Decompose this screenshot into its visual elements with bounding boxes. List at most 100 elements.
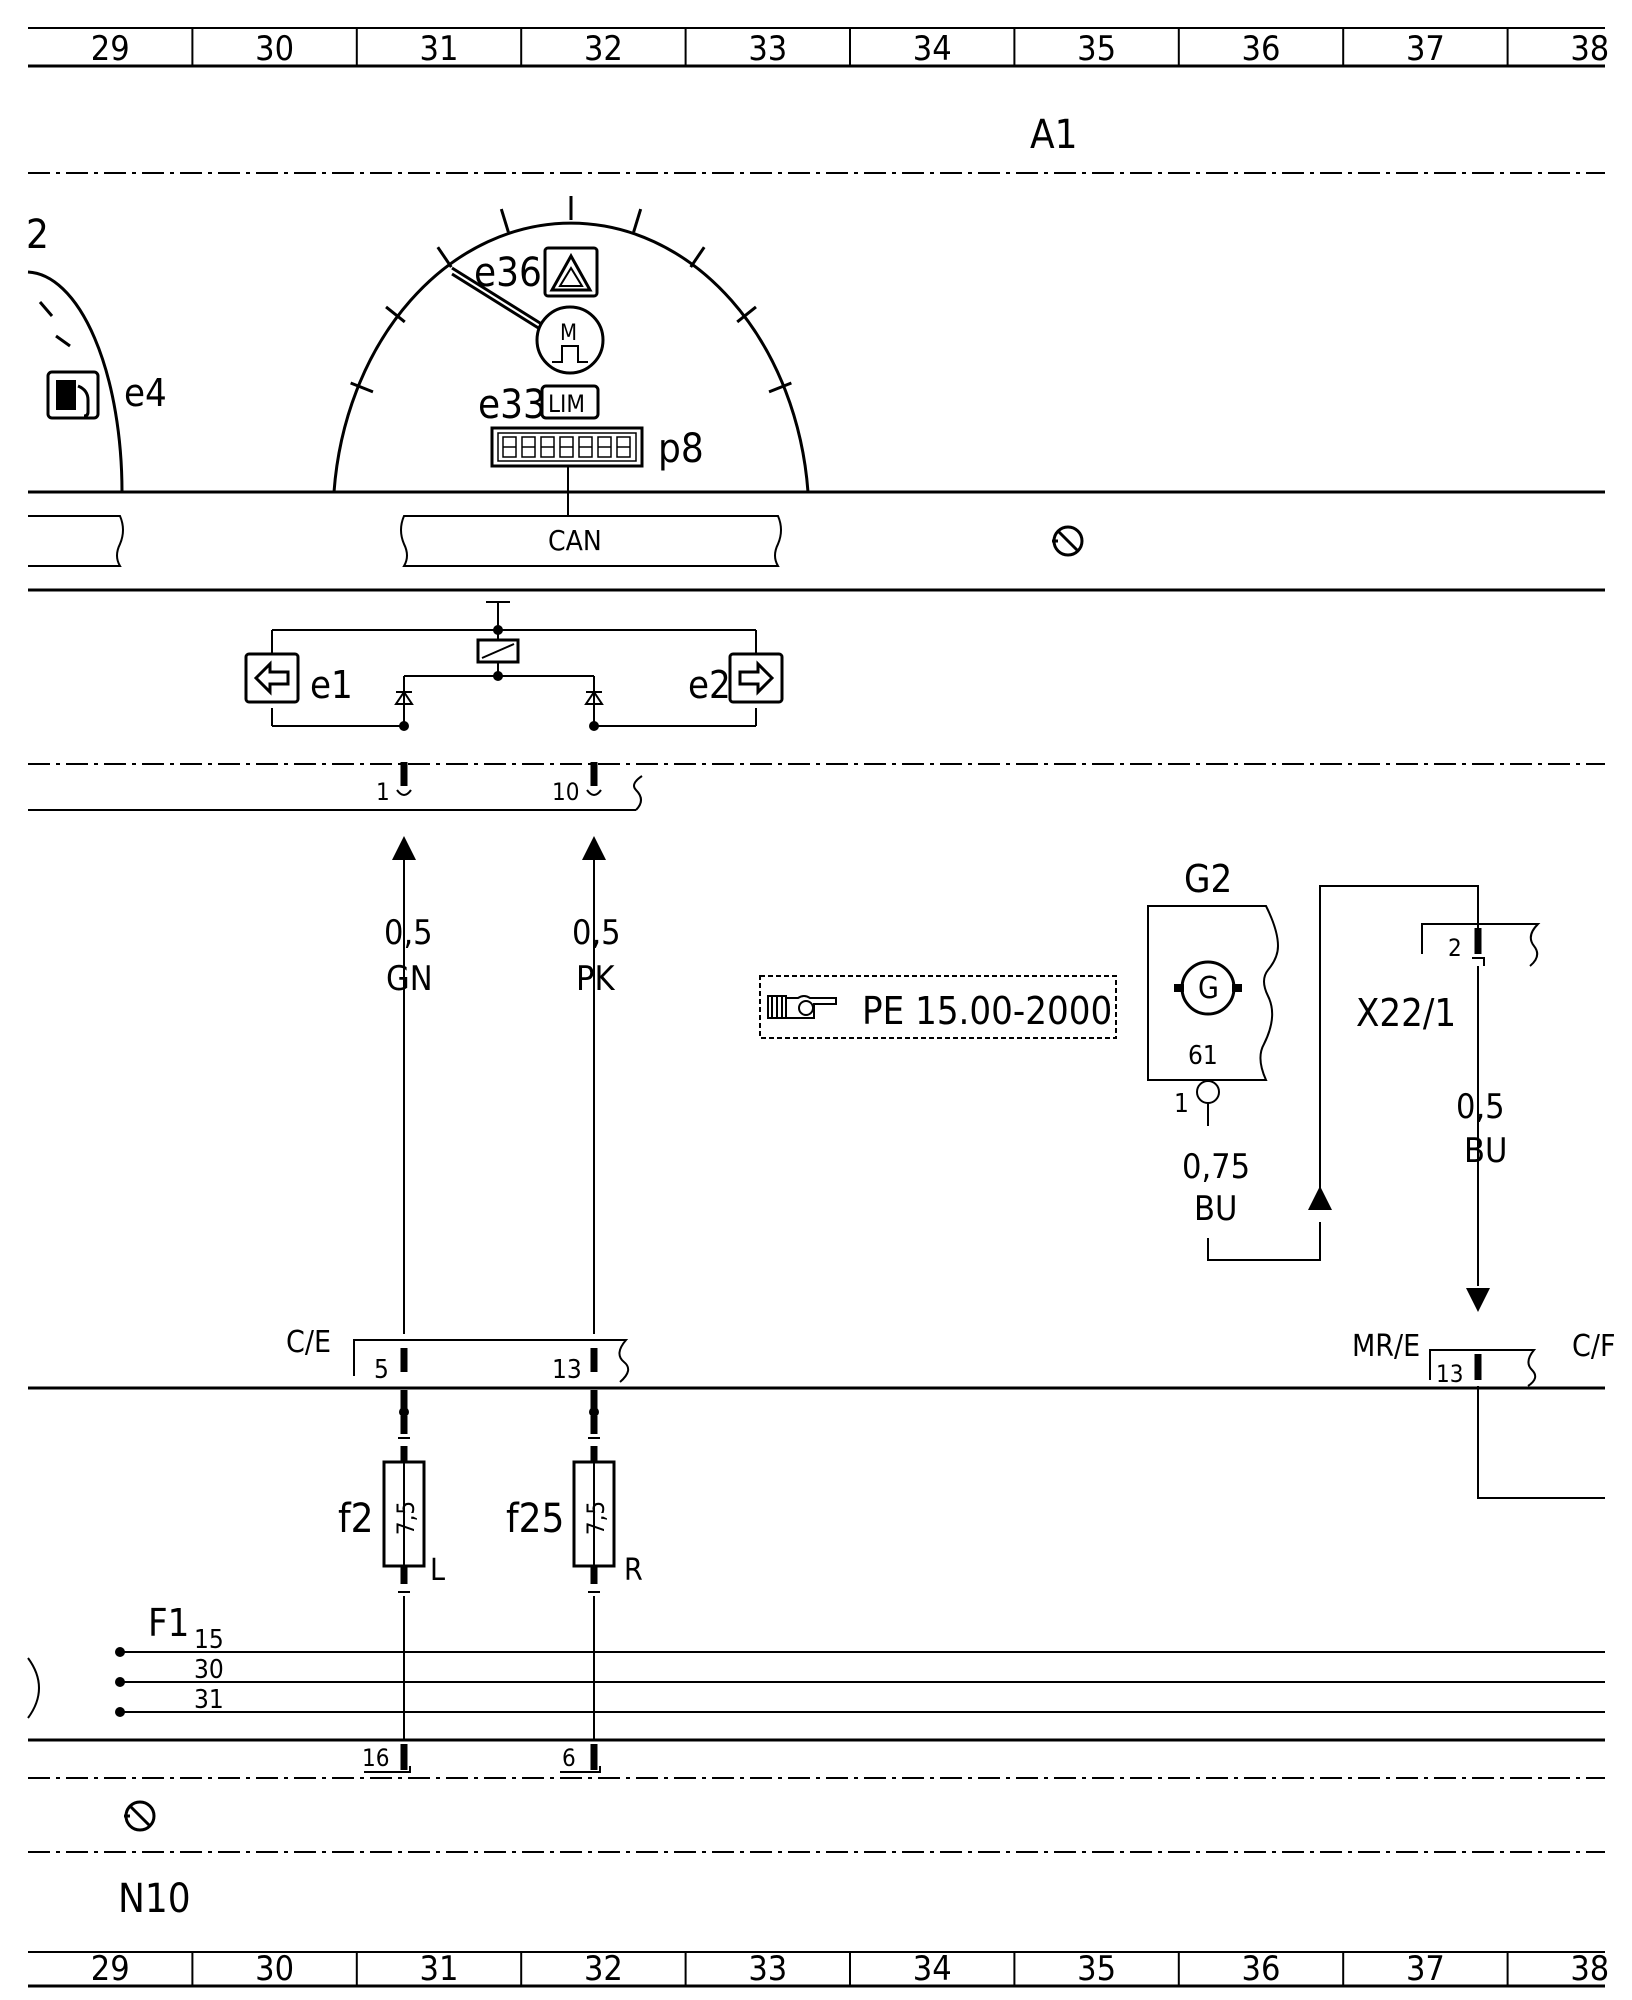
- grid-number-35: 35: [1077, 29, 1116, 69]
- pin-16-label: 16: [362, 1744, 389, 1772]
- speed-tick: [385, 305, 406, 324]
- ground-symbol: [1052, 525, 1084, 557]
- speed-tick: [768, 381, 792, 394]
- mre-wire: [1477, 1386, 1605, 1499]
- grid-number-36: 36: [1242, 1949, 1281, 1989]
- svg-text:M: M: [560, 321, 577, 346]
- fuse-r-label: R: [624, 1553, 643, 1588]
- pin-1-label: 1: [376, 778, 390, 806]
- reference-note: PE 15.00-2000: [759, 975, 1117, 1039]
- grid-number-32: 32: [584, 29, 623, 69]
- grid-number-30: 30: [255, 29, 294, 69]
- f25-label: f25: [506, 1496, 564, 1542]
- can-bus: CAN: [28, 515, 782, 567]
- can-label: CAN: [548, 524, 602, 557]
- pointing-hand-icon: [767, 995, 837, 1019]
- hazard-warning-icon: [543, 246, 599, 298]
- grid-number-29: 29: [91, 29, 130, 69]
- generator-icon: G: [1198, 971, 1219, 1006]
- grid-number-32: 32: [584, 1949, 623, 1989]
- ce-label: C/E: [286, 1325, 331, 1360]
- grid-number-38: 38: [1570, 29, 1609, 69]
- connector-mre: MR/E 13 C/F: [1352, 1329, 1615, 1388]
- n10-label: N10: [118, 1876, 191, 1922]
- turn-signal-circuit: e1 e2: [244, 601, 784, 731]
- generator-g2: G2 G 61 1 0,75 BU: [1147, 857, 1479, 1261]
- wire-right-size: 0,5: [572, 913, 621, 953]
- p8-label: p8: [658, 426, 704, 472]
- bus-bars-f1: F1 15 30 31: [27, 1601, 1605, 1742]
- grid-number-37: 37: [1406, 1949, 1445, 1989]
- x22-wire-size: 0,5: [1456, 1087, 1505, 1127]
- speed-tick: [689, 246, 706, 268]
- bus-15-label: 15: [194, 1625, 224, 1655]
- wire-left-color: GN: [386, 959, 433, 999]
- mre-label: MR/E: [1352, 1329, 1420, 1364]
- grid-number-37: 37: [1406, 29, 1445, 69]
- grid-number-30: 30: [255, 1949, 294, 1989]
- g2-pin-1: 1: [1174, 1089, 1189, 1119]
- f25-rating: 7,5: [582, 1501, 610, 1535]
- speed-tick: [350, 381, 374, 394]
- lim-label: LIM: [548, 390, 585, 418]
- left-turn-indicator: [244, 652, 300, 704]
- pin-5-label: 5: [374, 1355, 389, 1385]
- e1-label: e1: [310, 663, 353, 707]
- grid-number-35: 35: [1077, 1949, 1116, 1989]
- g2-wire-size: 0,75: [1182, 1147, 1250, 1187]
- grid-number-29: 29: [91, 1949, 130, 1989]
- wire-gn: 0,5 GN: [384, 836, 433, 1334]
- x22-wire-color: BU: [1464, 1131, 1507, 1171]
- connector-ce: C/E 5 13: [286, 1325, 630, 1385]
- grid-number-33: 33: [748, 1949, 787, 1989]
- speed-tick: [632, 208, 643, 233]
- speed-tick: [436, 246, 453, 268]
- x22-label: X22/1: [1356, 991, 1456, 1035]
- speed-tick: [499, 208, 510, 233]
- cf-label: C/F: [1572, 1329, 1615, 1364]
- ground-symbol-n10: [124, 1800, 156, 1832]
- x22-pin: 2: [1448, 934, 1462, 962]
- e4-label: e4: [124, 371, 167, 415]
- wire-left-size: 0,5: [384, 913, 433, 953]
- grid-number-36: 36: [1242, 29, 1281, 69]
- grid-number-38: 38: [1570, 1949, 1609, 1989]
- g2-wire-color: BU: [1194, 1189, 1237, 1229]
- ref-note-text: PE 15.00-2000: [862, 989, 1112, 1033]
- g2-label: G2: [1184, 857, 1232, 901]
- g2-pin-61: 61: [1188, 1041, 1218, 1071]
- right-turn-indicator: [728, 652, 784, 704]
- pin-6-label: 6: [562, 1744, 576, 1772]
- fuse-f25: 7,5 f25 R: [506, 1390, 643, 1740]
- bus-31-label: 31: [194, 1685, 224, 1715]
- f2-rating: 7,5: [392, 1501, 420, 1535]
- e36-label: e36: [474, 250, 542, 296]
- instrument-connector: 1 10: [28, 762, 643, 811]
- speed-tick: [736, 305, 757, 324]
- grid-number-31: 31: [420, 1949, 459, 1989]
- mre-pin: 13: [1436, 1360, 1463, 1388]
- pin-13-label: 13: [552, 1355, 582, 1385]
- limiter-indicator: [540, 384, 600, 420]
- bottom-grid-ruler: 29 30 31 32 33 34 35 36 37 38: [28, 1949, 1609, 1989]
- wire-pk: 0,5 PK: [572, 836, 621, 1334]
- connector-n10: 16 6 N10: [28, 1744, 1605, 1922]
- grid-number-33: 33: [748, 29, 787, 69]
- connector-x22: 2 X22/1 0,5 BU: [1356, 923, 1541, 1312]
- bus-30-label: 30: [194, 1655, 224, 1685]
- wire-right-color: PK: [576, 959, 615, 999]
- grid-number-34: 34: [913, 1949, 952, 1989]
- fuse-f2: 7,5 f2 L: [338, 1390, 445, 1740]
- partial-label-2: 2: [26, 212, 49, 258]
- speedometer: e36 M e33 LIM p8: [332, 196, 810, 516]
- f2-label: f2: [338, 1496, 374, 1542]
- f1-label: F1: [148, 1601, 189, 1645]
- fuse-l-label: L: [430, 1553, 445, 1588]
- module-label: A1: [1030, 112, 1078, 158]
- grid-number-34: 34: [913, 29, 952, 69]
- fuel-gauge-partial: 2 e4: [26, 212, 167, 493]
- stepper-motor-icon: M: [535, 305, 605, 375]
- pin-10-label: 10: [552, 778, 579, 806]
